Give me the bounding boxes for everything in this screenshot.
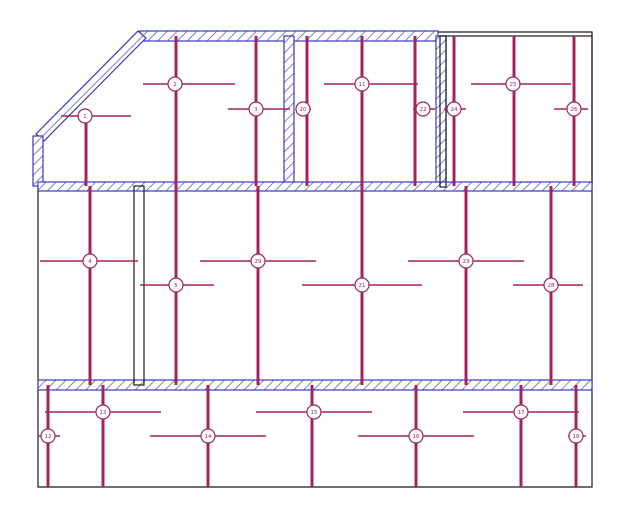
marker-label: 16: [413, 434, 420, 440]
marker-circle: [566, 101, 582, 117]
interior-wall-vertical-2: [435, 35, 447, 188]
member-marker: 23: [458, 253, 474, 269]
member-marker: 3: [248, 101, 264, 117]
marker-label: 24: [451, 107, 458, 113]
member-marker: 25: [505, 76, 521, 92]
marker-label: 3: [254, 107, 258, 113]
marker-circle: [543, 277, 559, 293]
marker-circle: [415, 101, 431, 117]
left-end-wall: [32, 135, 44, 187]
marker-circle: [77, 108, 93, 124]
marker-label: 15: [311, 410, 318, 416]
member-marker: 29: [250, 253, 266, 269]
marker-circle: [167, 76, 183, 92]
member-marker: 11: [354, 76, 370, 92]
member-marker: 12: [40, 428, 56, 444]
marker-circle: [568, 428, 584, 444]
marker-circle: [295, 101, 311, 117]
lower-beam-wall: [37, 379, 593, 391]
member-marker: 26: [566, 101, 582, 117]
marker-circle: [408, 428, 424, 444]
member-marker: 28: [543, 277, 559, 293]
member-marker: 24: [446, 101, 462, 117]
marker-circle: [248, 101, 264, 117]
marker-label: 21: [359, 283, 366, 289]
marker-label: 1: [83, 114, 87, 120]
member-marker: 21: [354, 277, 370, 293]
member-marker: 13: [95, 404, 111, 420]
marker-circle: [40, 428, 56, 444]
marker-circle: [505, 76, 521, 92]
member-marker: 17: [513, 404, 529, 420]
diagonal-wall: [35, 30, 147, 142]
marker-label: 29: [255, 259, 262, 265]
member-marker: 15: [306, 404, 322, 420]
marker-circle: [82, 253, 98, 269]
marker-circle: [458, 253, 474, 269]
upper-beam-wall: [37, 181, 593, 192]
member-marker: 22: [415, 101, 431, 117]
member-marker: 2: [167, 76, 183, 92]
marker-label: 4: [88, 259, 92, 265]
marker-circle: [200, 428, 216, 444]
marker-label: 17: [518, 410, 525, 416]
member-marker: 20: [295, 101, 311, 117]
marker-label: 22: [420, 107, 427, 113]
hatched-walls: [32, 30, 593, 391]
member-marker: 4: [82, 253, 98, 269]
marker-circle: [446, 101, 462, 117]
marker-label: 11: [359, 82, 366, 88]
marker-label: 20: [300, 107, 307, 113]
marker-label: 26: [571, 107, 578, 113]
marker-circle: [250, 253, 266, 269]
member-marker: 5: [168, 277, 184, 293]
member-marker: 18: [568, 428, 584, 444]
marker-label: 14: [205, 434, 212, 440]
marker-label: 12: [45, 434, 52, 440]
marker-circle: [306, 404, 322, 420]
marker-circle: [168, 277, 184, 293]
member-marker: 16: [408, 428, 424, 444]
post-divider: [439, 35, 447, 188]
marker-circle: [354, 76, 370, 92]
marker-label: 13: [100, 410, 107, 416]
marker-circle: [513, 404, 529, 420]
member-marker: 14: [200, 428, 216, 444]
marker-label: 18: [573, 434, 580, 440]
marker-label: 23: [463, 259, 470, 265]
marker-label: 2: [173, 82, 177, 88]
marker-circle: [95, 404, 111, 420]
marker-label: 5: [174, 283, 178, 289]
marker-circle: [354, 277, 370, 293]
interior-wall-vertical-1: [283, 35, 295, 188]
member-marker: 1: [77, 108, 93, 124]
marker-label: 25: [510, 82, 517, 88]
marker-label: 28: [548, 283, 555, 289]
